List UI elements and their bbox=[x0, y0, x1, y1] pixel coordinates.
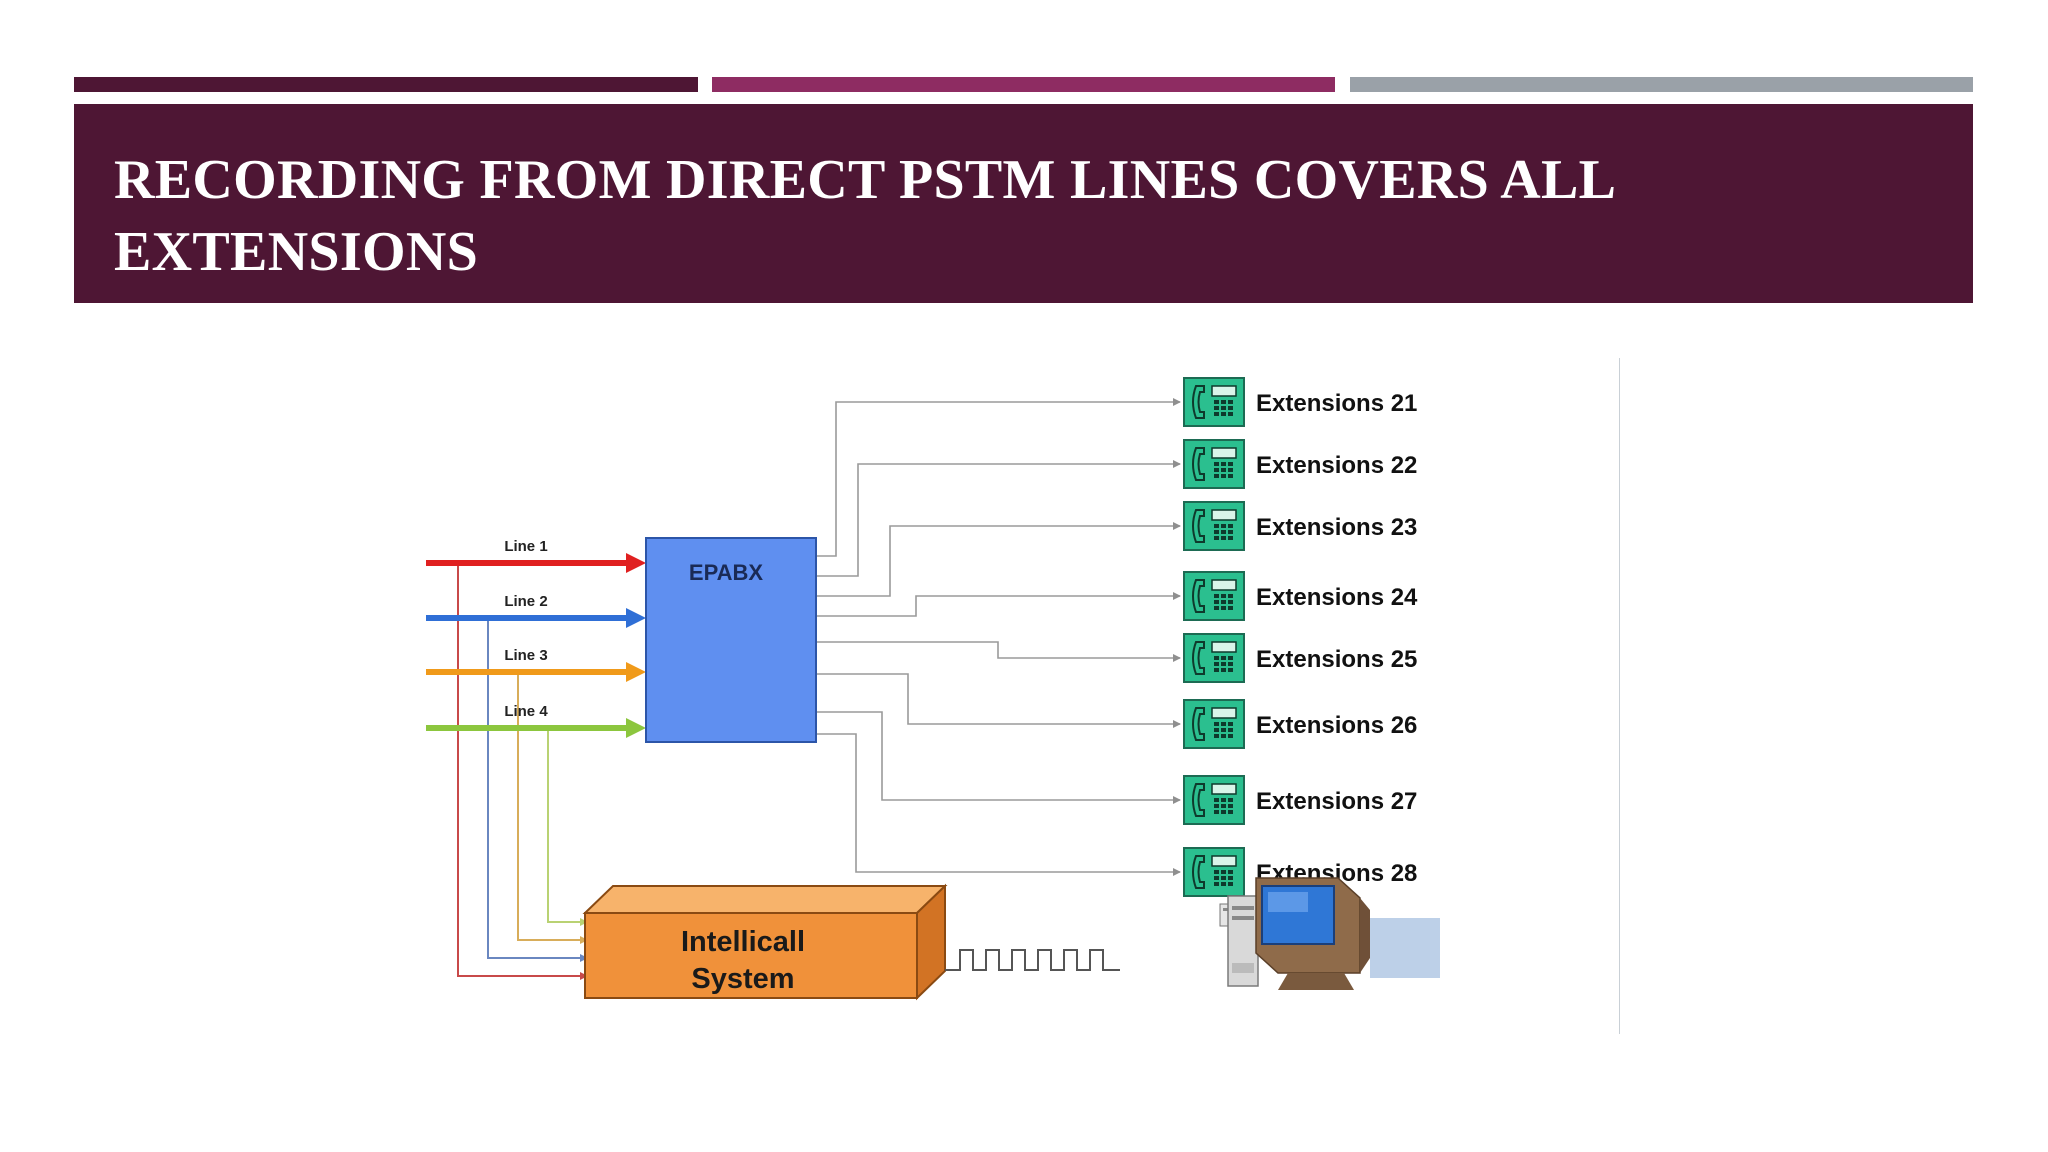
telephone-icon bbox=[1183, 377, 1245, 427]
epabx-box bbox=[645, 537, 817, 743]
pstn-recording-diagram: Line 1 Line 2 Line 3 Line 4 EPABX Extension… bbox=[420, 358, 1620, 1038]
system-label-line1: Intellicall bbox=[681, 926, 805, 958]
telephone-icon bbox=[1183, 775, 1245, 825]
extension-connector-4 bbox=[816, 592, 1181, 617]
extension-23: Extensions 23 bbox=[1183, 501, 1417, 551]
accent-bar-1 bbox=[74, 77, 698, 92]
line-2-arrow bbox=[626, 608, 646, 628]
line-3-label: Line 3 bbox=[504, 647, 547, 664]
extension-connector-8 bbox=[816, 733, 1181, 876]
telephone-icon bbox=[1183, 847, 1245, 897]
extension-connector-5 bbox=[816, 641, 1181, 662]
line-1-arrow bbox=[626, 553, 646, 573]
line-1-label: Line 1 bbox=[504, 538, 547, 555]
extension-21: Extensions 21 bbox=[1183, 377, 1417, 427]
extension-label-24: Extensions 24 bbox=[1256, 584, 1418, 611]
extension-26: Extensions 26 bbox=[1183, 699, 1417, 749]
signal-wave bbox=[945, 949, 1120, 971]
telephone-icon bbox=[1183, 501, 1245, 551]
line-4-arrow bbox=[626, 718, 646, 738]
telephone-icon bbox=[1183, 633, 1245, 683]
title-band: RECORDING FROM DIRECT PSTM LINES COVERS … bbox=[74, 104, 1973, 303]
extension-connectors bbox=[816, 398, 1181, 876]
computer-icon bbox=[1219, 877, 1440, 990]
line-4: Line 4 bbox=[426, 703, 646, 926]
extension-24: Extensions 24 bbox=[1183, 571, 1418, 621]
line-2: Line 2 bbox=[426, 593, 646, 962]
extension-22: Extensions 22 bbox=[1183, 439, 1417, 489]
extension-25: Extensions 25 bbox=[1183, 633, 1417, 683]
line-3-arrow bbox=[626, 662, 646, 682]
line-1: Line 1 bbox=[426, 538, 646, 980]
telephone-icon bbox=[1183, 699, 1245, 749]
slide-title: RECORDING FROM DIRECT PSTM LINES COVERS … bbox=[114, 149, 1614, 283]
diagram-canvas: Line 1 Line 2 Line 3 Line 4 EPABX Extension… bbox=[426, 358, 1620, 1034]
line-4-tap bbox=[547, 728, 582, 923]
line-1-tap bbox=[457, 563, 582, 977]
line-3-tap bbox=[517, 672, 582, 941]
extension-label-23: Extensions 23 bbox=[1256, 514, 1417, 541]
extension-27: Extensions 27 bbox=[1183, 775, 1417, 825]
extension-label-21: Extensions 21 bbox=[1256, 390, 1417, 417]
line-2-label: Line 2 bbox=[504, 593, 547, 610]
line-2-tap bbox=[487, 618, 582, 959]
extension-icons: Extensions 21 Extensions 22 Extensions 23 E… bbox=[1183, 377, 1418, 897]
extension-label-27: Extensions 27 bbox=[1256, 788, 1417, 815]
telephone-icon bbox=[1183, 571, 1245, 621]
extension-label-26: Extensions 26 bbox=[1256, 712, 1417, 739]
epabx-label: EPABX bbox=[689, 560, 763, 585]
accent-bar-3 bbox=[1350, 77, 1973, 92]
system-box-front bbox=[584, 912, 918, 999]
extension-connector-7 bbox=[816, 711, 1181, 804]
accent-bar-2 bbox=[712, 77, 1335, 92]
extension-connector-3 bbox=[816, 522, 1181, 597]
line-4-label: Line 4 bbox=[504, 703, 548, 720]
extension-connector-6 bbox=[816, 673, 1181, 728]
extension-connector-2 bbox=[816, 460, 1181, 577]
system-box-top bbox=[582, 885, 948, 914]
system-label-line2: System bbox=[691, 963, 794, 995]
extension-connector-1 bbox=[816, 398, 1181, 557]
telephone-icon bbox=[1183, 439, 1245, 489]
intellicall-system-box: Intellicall System bbox=[582, 883, 948, 1001]
extension-label-25: Extensions 25 bbox=[1256, 646, 1417, 673]
extension-label-22: Extensions 22 bbox=[1256, 452, 1417, 479]
